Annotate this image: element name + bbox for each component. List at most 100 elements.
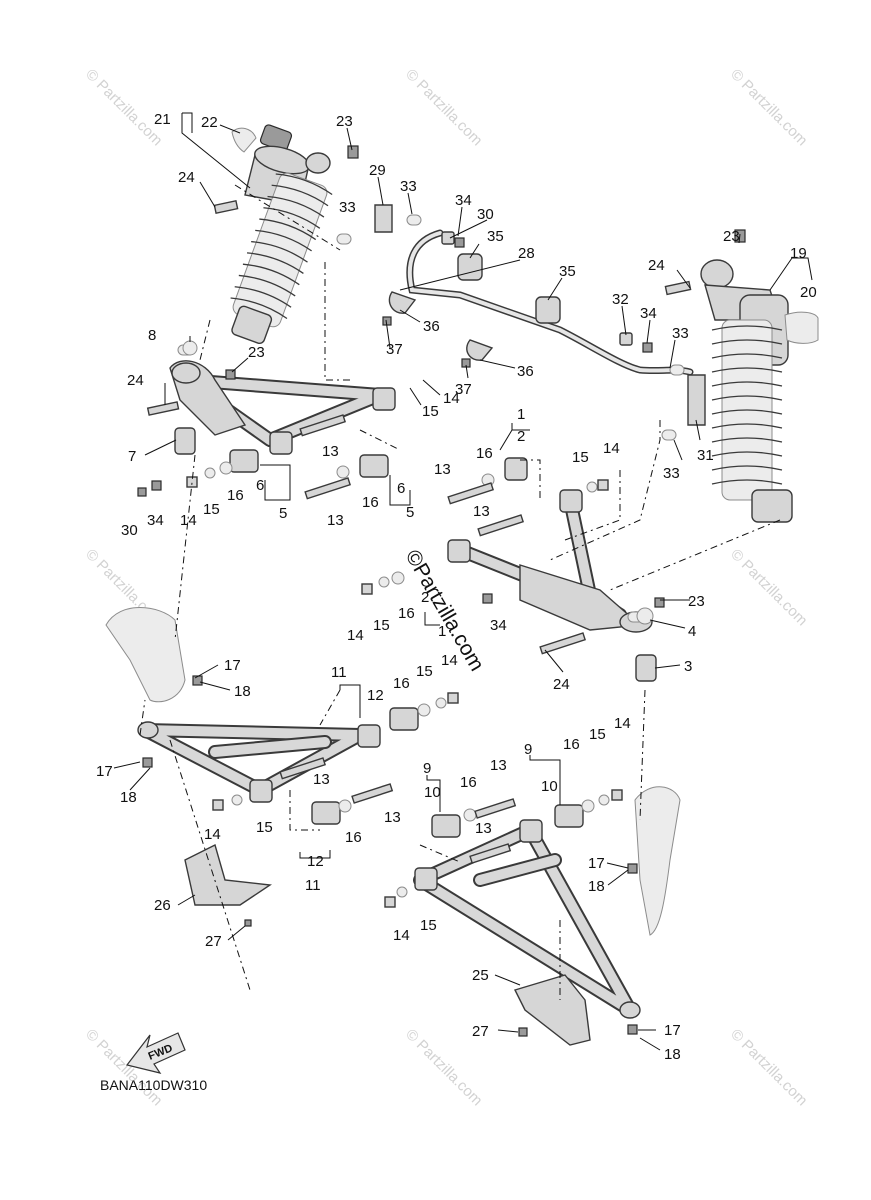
callout-14: 14	[443, 390, 460, 407]
callout-30: 30	[477, 206, 494, 223]
callout-13: 13	[434, 461, 451, 478]
leader-lines	[113, 112, 813, 1051]
callout-27: 27	[472, 1023, 489, 1040]
callout-11: 11	[331, 664, 347, 681]
upper-arm-right	[447, 457, 657, 682]
callout-18: 18	[588, 878, 605, 895]
callout-15: 15	[256, 819, 273, 836]
callout-18: 18	[664, 1046, 681, 1063]
upper-arm-left	[169, 344, 396, 478]
callout-27: 27	[205, 933, 222, 950]
callout-9: 9	[423, 760, 431, 777]
callout-18: 18	[234, 683, 251, 700]
callout-14: 14	[614, 715, 631, 732]
callout-14: 14	[441, 652, 458, 669]
callout-16: 16	[345, 829, 362, 846]
callout-16: 16	[227, 487, 244, 504]
watermark: © Partzilla.com	[727, 1026, 810, 1109]
lower-arm-right	[413, 786, 681, 1019]
callout-14: 14	[180, 512, 197, 529]
callout-34: 34	[147, 512, 164, 529]
callout-13: 13	[322, 443, 339, 460]
callout-30: 30	[121, 522, 138, 539]
callout-17: 17	[588, 855, 605, 872]
callout-13: 13	[384, 809, 401, 826]
callout-23: 23	[248, 344, 265, 361]
callout-15: 15	[203, 501, 220, 518]
callout-29: 29	[369, 162, 386, 179]
callout-5: 5	[279, 505, 287, 522]
callout-11: 11	[305, 877, 321, 894]
callout-33: 33	[400, 178, 417, 195]
callout-24: 24	[553, 676, 570, 693]
callout-23: 23	[723, 228, 740, 245]
callout-26: 26	[154, 897, 171, 914]
callouts: 21 22 23 24 29 33 33 34 30 35 28 35 23 1…	[96, 111, 817, 1063]
callout-14: 14	[204, 826, 221, 843]
callout-3: 3	[684, 658, 692, 675]
callout-2: 2	[517, 428, 525, 445]
callout-9: 9	[524, 741, 532, 758]
callout-16: 16	[476, 445, 493, 462]
callout-37: 37	[455, 381, 472, 398]
callout-14: 14	[603, 440, 620, 457]
callout-19: 19	[790, 245, 807, 262]
watermark: © Partzilla.com	[727, 66, 810, 149]
callout-36: 36	[517, 363, 534, 380]
callout-18: 18	[120, 789, 137, 806]
callout-16: 16	[362, 494, 379, 511]
watermark: © Partzilla.com	[402, 66, 485, 149]
callout-23: 23	[688, 593, 705, 610]
diagram-code: BANA110DW310	[100, 1077, 207, 1093]
callout-21: 21	[154, 111, 171, 128]
callout-12: 12	[367, 687, 384, 704]
shock-absorber-right	[664, 229, 819, 523]
callout-15: 15	[572, 449, 589, 466]
callout-17: 17	[96, 763, 113, 780]
callout-35: 35	[487, 228, 504, 245]
shock-absorber-left	[213, 124, 359, 345]
callout-6: 6	[256, 477, 264, 494]
callout-23: 23	[336, 113, 353, 130]
callout-16: 16	[563, 736, 580, 753]
callout-15: 15	[420, 917, 437, 934]
callout-10: 10	[424, 784, 441, 801]
callout-10: 10	[541, 778, 558, 795]
callout-33: 33	[672, 325, 689, 342]
callout-36: 36	[423, 318, 440, 335]
callout-22: 22	[201, 114, 218, 131]
callout-15: 15	[589, 726, 606, 743]
callout-17: 17	[664, 1022, 681, 1039]
callout-16: 16	[460, 774, 477, 791]
callout-33: 33	[339, 199, 356, 216]
callout-13: 13	[313, 771, 330, 788]
callout-34: 34	[640, 305, 657, 322]
fasteners	[137, 340, 665, 1037]
guards	[184, 843, 591, 1046]
callout-16: 16	[393, 675, 410, 692]
callout-37: 37	[386, 341, 403, 358]
fwd-arrow-icon: FWD	[125, 1032, 186, 1074]
watermark: © Partzilla.com	[82, 66, 165, 149]
callout-13: 13	[490, 757, 507, 774]
callout-31: 31	[697, 447, 714, 464]
callout-15: 15	[416, 663, 433, 680]
callout-1: 1	[438, 623, 446, 640]
callout-34: 34	[455, 192, 472, 209]
callout-32: 32	[612, 291, 629, 308]
callout-14: 14	[347, 627, 364, 644]
callout-33: 33	[663, 465, 680, 482]
callout-1: 1	[517, 406, 525, 423]
callout-15: 15	[373, 617, 390, 634]
callout-24: 24	[127, 372, 144, 389]
callout-20: 20	[800, 284, 817, 301]
callout-13: 13	[475, 820, 492, 837]
watermarks: © Partzilla.com © Partzilla.com © Partzi…	[82, 66, 810, 1109]
stabilizer-bar	[336, 204, 706, 441]
callout-17: 17	[224, 657, 241, 674]
callout-15: 15	[422, 403, 439, 420]
callout-25: 25	[472, 967, 489, 984]
callout-5: 5	[406, 504, 414, 521]
watermark: © Partzilla.com	[727, 546, 810, 629]
